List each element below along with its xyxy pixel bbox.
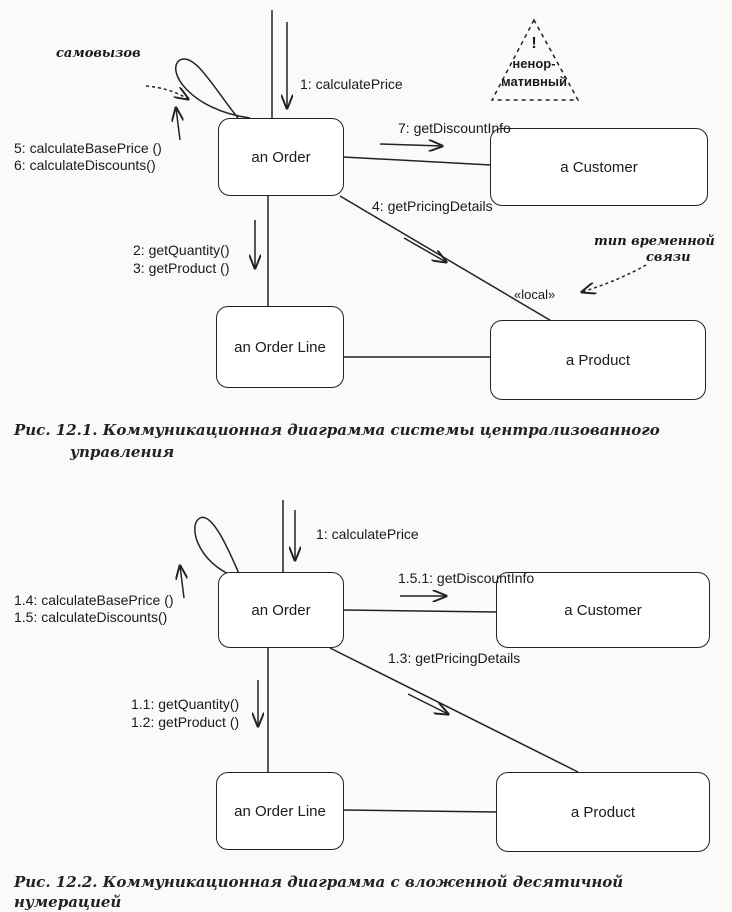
fig1-caption-line2: управления bbox=[70, 443, 175, 461]
fig2-object-order-line: an Order Line bbox=[216, 772, 344, 850]
fig2-orderline-product-link bbox=[343, 809, 497, 813]
fig1-message-5: 5: calculateBasePrice () bbox=[14, 140, 162, 156]
fig2-message-1-2: 1.2: getProduct () bbox=[131, 714, 240, 730]
fig2-self-link bbox=[194, 516, 247, 581]
fig1-note-link-pointer bbox=[582, 264, 647, 292]
fig1-warning-icon: ! bbox=[531, 35, 537, 52]
fig1-message-1: 1: calculatePrice bbox=[300, 76, 403, 92]
fig1-m7-arrow bbox=[379, 144, 442, 146]
fig1-caption-line1: Рис. 12.1. Коммуникационная диаграмма си… bbox=[14, 421, 660, 439]
fig1-object-order: an Order bbox=[218, 118, 344, 196]
fig2-order-customer-link bbox=[343, 609, 497, 613]
fig1-warning-line1: ненор- bbox=[512, 56, 556, 71]
fig1-order-customer-link bbox=[342, 156, 492, 166]
fig1-message-7: 7: getDiscountInfo bbox=[398, 120, 511, 136]
fig1-message-2: 2: getQuantity() bbox=[133, 242, 230, 258]
fig1-note-link-type-1: тип временной bbox=[594, 234, 715, 249]
fig2-order-product-link bbox=[329, 647, 579, 773]
fig2-object-customer: a Customer bbox=[496, 572, 710, 648]
fig2-message-1-3: 1.3: getPricingDetails bbox=[388, 650, 521, 666]
fig2-message-1: 1: calculatePrice bbox=[316, 526, 419, 542]
fig1-self-arrow bbox=[176, 108, 180, 141]
fig1-self-link bbox=[175, 58, 251, 119]
fig2-message-1-1: 1.1: getQuantity() bbox=[131, 696, 240, 712]
fig2-message-1-5: 1.5: calculateDiscounts() bbox=[14, 609, 168, 625]
fig1-object-order-line: an Order Line bbox=[216, 306, 344, 388]
fig2-m13-arrow bbox=[407, 693, 448, 714]
fig2-message-1-4: 1.4: calculateBasePrice () bbox=[14, 592, 174, 608]
fig1-warning-line2: мативный bbox=[501, 74, 567, 89]
fig2-object-product: a Product bbox=[496, 772, 710, 852]
fig1-note-link-type-2: связи bbox=[646, 250, 691, 265]
fig2-message-1-5-1: 1.5.1: getDiscountInfo bbox=[398, 570, 535, 586]
fig2-self-arrow bbox=[180, 566, 184, 599]
fig2-object-order: an Order bbox=[218, 572, 344, 648]
fig1-object-customer: a Customer bbox=[490, 128, 708, 206]
fig1-m4-arrow bbox=[403, 237, 446, 262]
fig1-object-product: a Product bbox=[490, 320, 706, 400]
fig1-stereotype-local: «local» bbox=[514, 287, 556, 302]
fig2-caption: Рис. 12.2. Коммуникационная диаграмма с … bbox=[14, 873, 624, 911]
fig1-message-4: 4: getPricingDetails bbox=[372, 198, 493, 214]
fig1-note-self-call: самовызов bbox=[56, 46, 141, 61]
fig1-note-self-pointer bbox=[145, 85, 188, 99]
fig1-message-3: 3: getProduct () bbox=[133, 260, 230, 276]
fig1-order-product-link bbox=[339, 195, 571, 333]
fig1-message-6: 6: calculateDiscounts() bbox=[14, 157, 156, 173]
